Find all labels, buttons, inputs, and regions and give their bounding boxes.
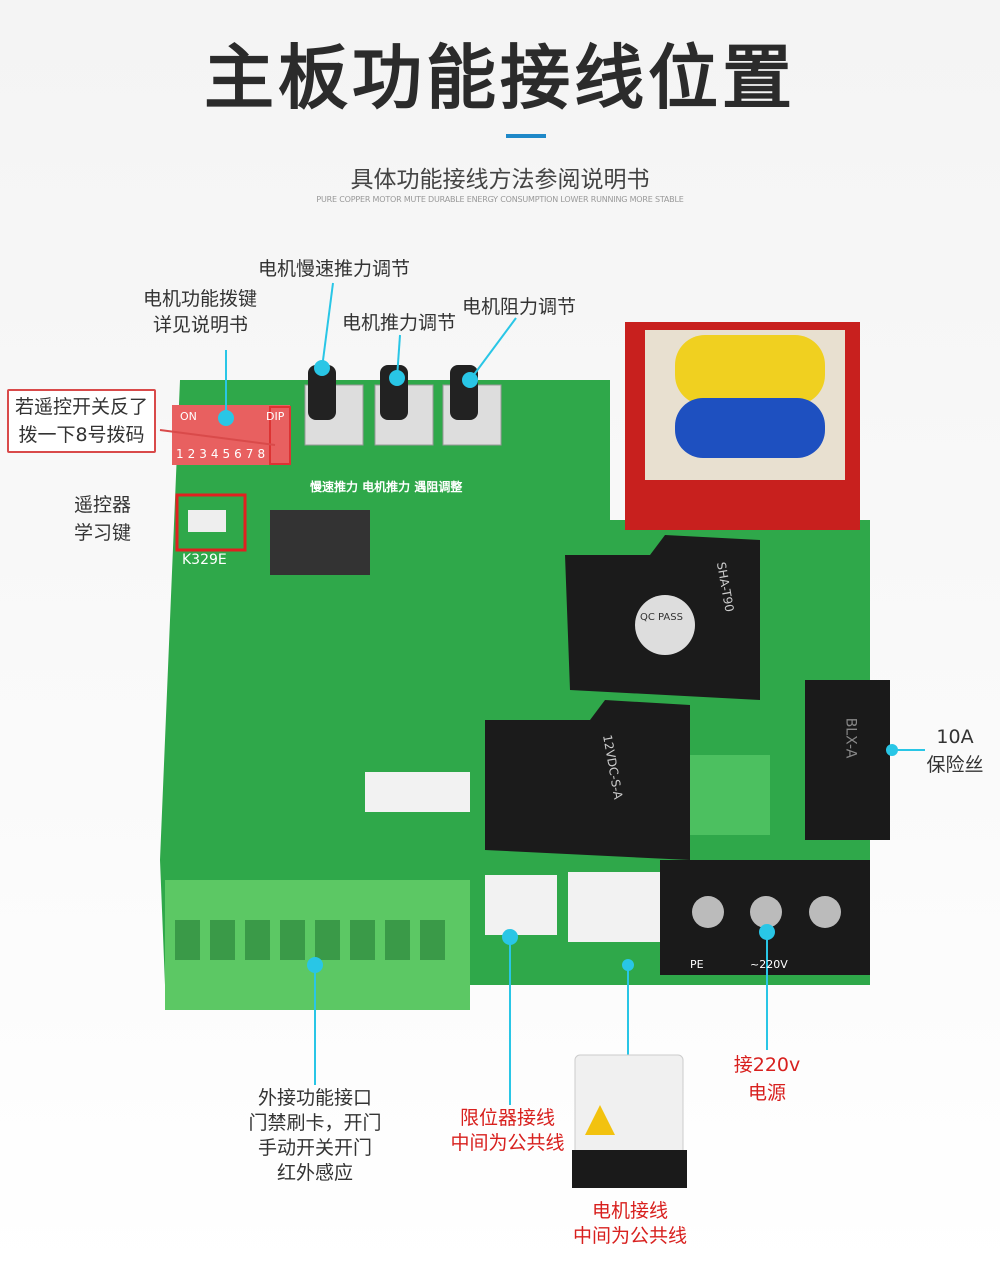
label-ext-3: 手动开关开门	[257, 1137, 372, 1159]
label-power-2: 电源	[747, 1082, 786, 1104]
label-ext-1: 外接功能接口	[257, 1087, 372, 1109]
title-divider	[506, 134, 546, 138]
qc-sticker: QC PASS	[640, 612, 683, 623]
label-power-1: 接220v	[733, 1054, 801, 1076]
motor-connector	[568, 872, 663, 942]
learn-key-box	[175, 493, 247, 552]
page-title: 主板功能接线位置	[204, 37, 796, 119]
pot-silk-label: 慢速推力 电机推力 遇阻调整	[310, 480, 463, 494]
label-limit-2: 中间为公共线	[450, 1132, 565, 1154]
label-ext-4: 红外感应	[276, 1162, 353, 1184]
label-resist: 电机阻力调节	[462, 296, 577, 318]
label-fuse-1: 10A	[936, 726, 974, 748]
label-dip-1: 电机功能拨键	[143, 288, 258, 310]
model-label: K329E	[182, 552, 227, 568]
tagline: PURE COPPER MOTOR MUTE DURABLE ENERGY CO…	[316, 195, 684, 204]
dip-numbers: 12345678	[176, 447, 270, 461]
reverse-note-line1: 若遥控开关反了	[15, 396, 149, 418]
subtitle: 具体功能接线方法参阅说明书	[350, 167, 650, 193]
reverse-note-line2: 拨一下8号拨码	[18, 424, 145, 446]
relay-2	[485, 700, 690, 860]
motor-product	[572, 1054, 687, 1188]
reverse-note: 若遥控开关反了 拨一下8号拨码	[7, 389, 157, 453]
mcu-chip	[270, 510, 370, 575]
pe-label: PE	[690, 958, 704, 971]
callout-lines	[218, 282, 925, 1105]
label-motor-1: 电机接线	[591, 1200, 668, 1222]
label-limit-1: 限位器接线	[459, 1107, 555, 1129]
label-learn-2: 学习键	[74, 522, 132, 544]
label-ext-2: 门禁刷卡，开门	[248, 1112, 382, 1134]
label-slow-push: 电机慢速推力调节	[258, 258, 411, 280]
ac-label: ~220V	[750, 958, 788, 971]
label-fuse-2: 保险丝	[926, 754, 984, 776]
label-push: 电机推力调节	[342, 312, 457, 334]
label-motor-2: 中间为公共线	[572, 1225, 687, 1247]
label-dip-2: 详见说明书	[153, 314, 249, 336]
dip-label: DIP	[266, 410, 285, 423]
label-learn-1: 遥控器	[74, 494, 132, 516]
limit-connector	[485, 875, 557, 935]
fuse-holder	[805, 680, 890, 840]
dip-on-label: ON	[180, 410, 197, 423]
fuse-label: BLX-A	[842, 717, 859, 759]
